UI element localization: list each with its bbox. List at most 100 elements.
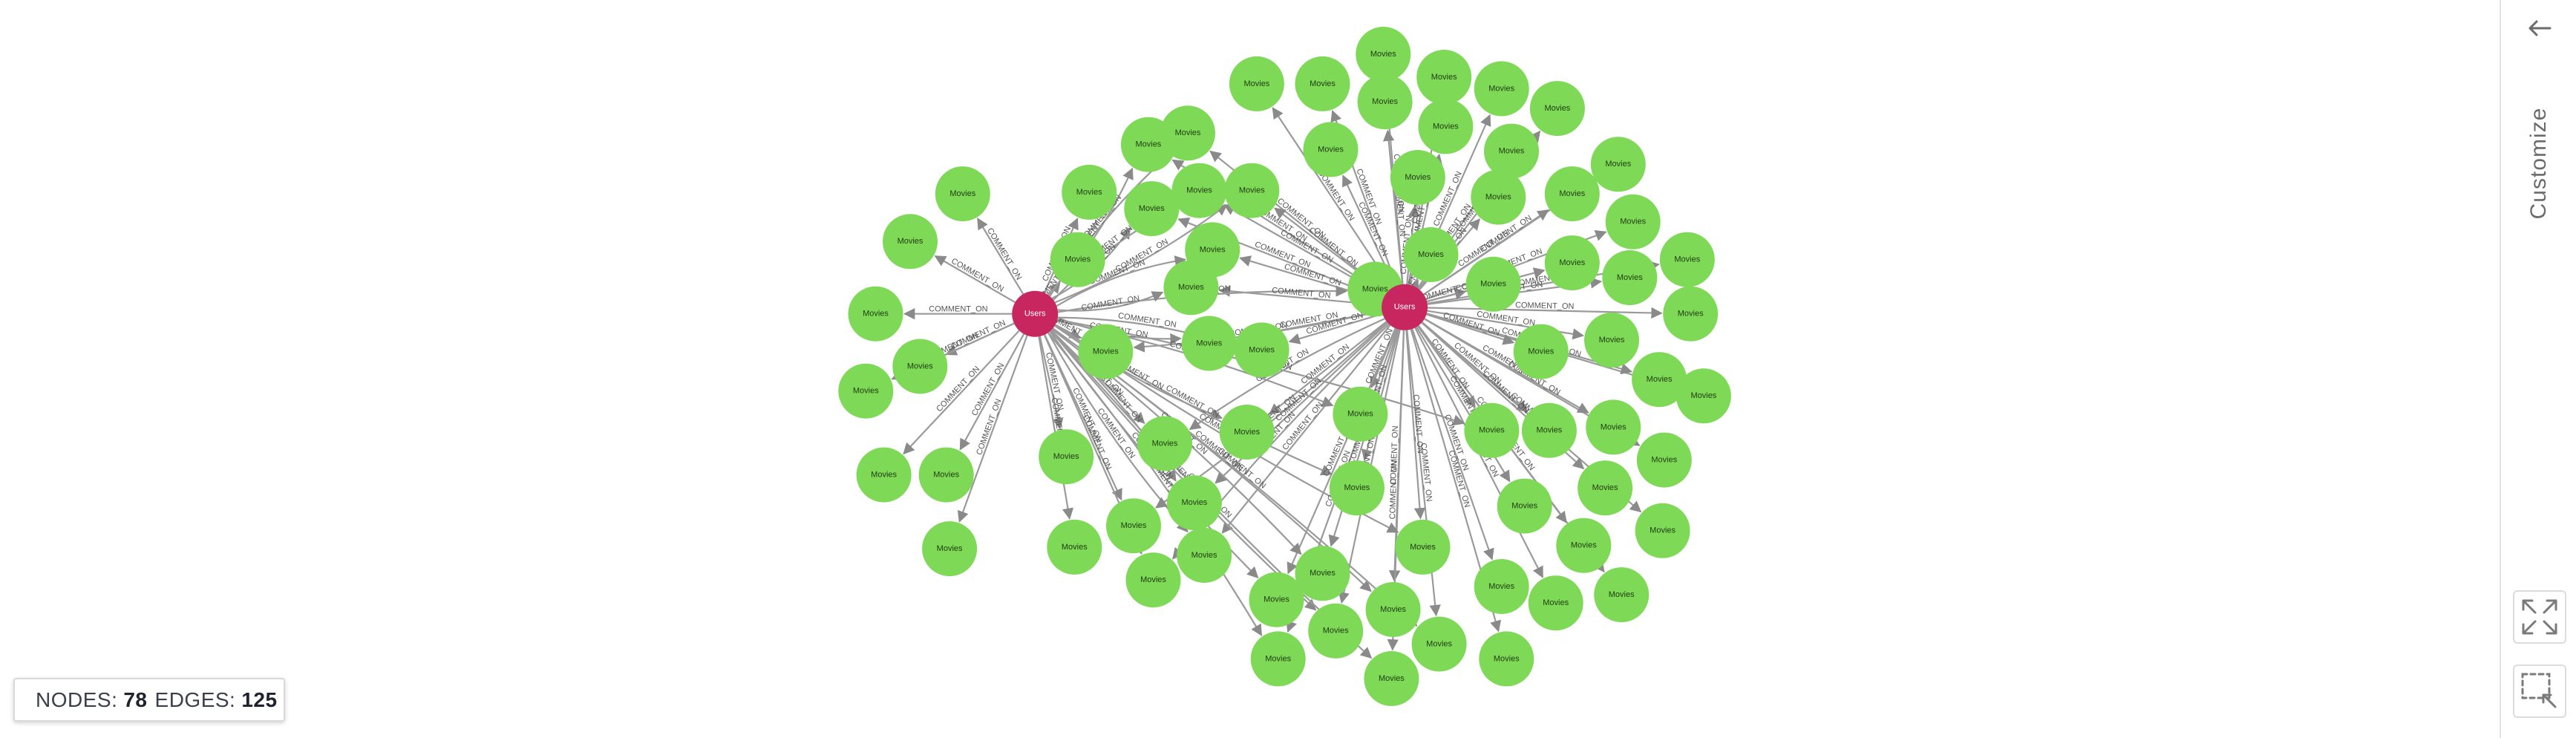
movie-node-27[interactable]: Movies (1659, 232, 1715, 287)
user-node-2-circle[interactable] (1382, 284, 1428, 330)
movie-node-18-circle[interactable] (1295, 56, 1350, 111)
movie-node-17[interactable]: Movies (1229, 56, 1284, 111)
movie-node-45-circle[interactable] (1544, 235, 1600, 291)
movie-node-52-circle[interactable] (1403, 227, 1459, 282)
edge-55[interactable] (1288, 313, 1383, 344)
movie-node-43-circle[interactable] (1513, 324, 1569, 379)
movie-node-44-circle[interactable] (1602, 250, 1658, 305)
movie-node-59[interactable]: Movies (1333, 386, 1388, 442)
arrow-left-icon[interactable] (2525, 13, 2554, 43)
movie-node-34-circle[interactable] (1556, 517, 1612, 573)
movie-node-46[interactable]: Movies (1465, 256, 1521, 312)
movie-node-66-circle[interactable] (1364, 651, 1419, 706)
edge-8[interactable] (957, 335, 1028, 523)
customize-tab[interactable]: Customize (2526, 107, 2551, 220)
movie-node-30[interactable]: Movies (1632, 352, 1687, 408)
edge-60[interactable] (1361, 329, 1400, 461)
area-select-button[interactable] (2513, 664, 2566, 718)
movie-node-67-circle[interactable] (1411, 616, 1467, 672)
movie-node-51-circle[interactable] (1303, 122, 1359, 177)
movie-node-8-circle[interactable] (922, 521, 978, 577)
movie-node-11[interactable]: Movies (1039, 429, 1094, 485)
movie-node-31-circle[interactable] (1636, 432, 1692, 488)
movie-node-56-circle[interactable] (1219, 405, 1275, 460)
edge-48[interactable] (1423, 209, 1549, 295)
movie-node-6[interactable]: Movies (856, 447, 912, 503)
movie-node-62[interactable]: Movies (1249, 572, 1304, 627)
movie-node-49[interactable]: Movies (1484, 123, 1539, 179)
movie-node-26-circle[interactable] (1605, 194, 1661, 249)
movie-node-35-circle[interactable] (1578, 460, 1633, 516)
movie-node-13[interactable]: Movies (1106, 498, 1161, 554)
movie-node-22-circle[interactable] (1418, 99, 1474, 154)
movie-node-31[interactable]: Movies (1636, 432, 1692, 488)
movie-node-57-circle[interactable] (1166, 475, 1222, 531)
movie-node-28[interactable]: Movies (1663, 286, 1719, 342)
movie-node-37[interactable]: Movies (1479, 631, 1534, 687)
graph-svg[interactable]: COMMENT_ONCOMMENT_ONCOMMENT_ONCOMMENT_ON… (0, 0, 2500, 738)
movie-node-41[interactable]: Movies (1586, 399, 1641, 455)
movie-node-34[interactable]: Movies (1556, 517, 1612, 573)
edge-87[interactable] (1047, 332, 1263, 636)
edge-43[interactable] (1426, 313, 1515, 345)
movie-node-63[interactable]: Movies (1250, 631, 1306, 687)
movie-node-8[interactable]: Movies (922, 521, 978, 577)
movie-node-3[interactable]: Movies (848, 286, 903, 342)
movie-node-67[interactable]: Movies (1411, 616, 1467, 672)
movie-node-71[interactable]: Movies (1160, 105, 1215, 161)
movie-node-28-circle[interactable] (1663, 286, 1719, 342)
movie-node-50-circle[interactable] (1390, 150, 1445, 205)
movie-node-64[interactable]: Movies (1308, 603, 1364, 659)
movie-node-74[interactable]: Movies (1224, 163, 1280, 218)
movie-node-45[interactable]: Movies (1544, 235, 1600, 291)
movie-node-43[interactable]: Movies (1513, 324, 1569, 379)
edge-99[interactable] (1056, 255, 1187, 307)
movie-node-20[interactable]: Movies (1357, 74, 1413, 130)
movie-node-32-circle[interactable] (1635, 503, 1690, 558)
user-node-2[interactable]: Users (1382, 284, 1428, 330)
movie-node-47[interactable]: Movies (1471, 169, 1526, 225)
movie-node-16-circle[interactable] (1137, 416, 1192, 471)
movie-node-23-circle[interactable] (1474, 61, 1529, 117)
movie-node-38[interactable]: Movies (1474, 559, 1529, 614)
movie-node-29[interactable]: Movies (1676, 368, 1731, 424)
movie-node-55-circle[interactable] (1234, 322, 1289, 378)
movie-node-38-circle[interactable] (1474, 559, 1529, 614)
movie-node-59-circle[interactable] (1333, 386, 1388, 442)
edge-42[interactable] (1427, 310, 1584, 340)
edge-56[interactable] (1268, 321, 1387, 415)
edge-28[interactable] (1428, 307, 1663, 319)
edge-98[interactable] (1054, 204, 1228, 304)
movie-node-69[interactable]: Movies (1464, 402, 1520, 458)
movie-node-73-circle[interactable] (1171, 163, 1227, 218)
edge-6[interactable] (903, 330, 1020, 455)
movie-node-19-circle[interactable] (1356, 27, 1411, 82)
movie-node-23[interactable]: Movies (1474, 61, 1529, 117)
movie-node-15-circle[interactable] (1078, 324, 1134, 379)
edge-20[interactable] (1382, 129, 1404, 285)
edge-58[interactable] (1221, 324, 1391, 534)
movie-node-5-circle[interactable] (838, 363, 894, 419)
movie-node-33[interactable]: Movies (1594, 567, 1650, 623)
edge-12[interactable] (1038, 336, 1074, 520)
movie-node-69-circle[interactable] (1464, 402, 1520, 458)
user-node-1-circle[interactable] (1012, 290, 1059, 337)
movie-node-64-circle[interactable] (1308, 603, 1364, 659)
movie-node-68-circle[interactable] (1395, 519, 1451, 575)
edge-7[interactable] (959, 333, 1025, 451)
movie-node-30-circle[interactable] (1632, 352, 1687, 408)
movie-node-51[interactable]: Movies (1303, 122, 1359, 177)
movie-node-18[interactable]: Movies (1295, 56, 1350, 111)
movie-node-21-circle[interactable] (1416, 50, 1472, 105)
movie-node-4-circle[interactable] (892, 339, 948, 394)
movie-node-52[interactable]: Movies (1403, 227, 1459, 282)
fit-to-screen-button[interactable] (2513, 590, 2566, 644)
movie-node-12[interactable]: Movies (1047, 519, 1102, 575)
movie-node-20-circle[interactable] (1357, 74, 1413, 130)
movie-node-44[interactable]: Movies (1602, 250, 1658, 305)
movie-node-5[interactable]: Movies (838, 363, 894, 419)
movie-node-40[interactable]: Movies (1521, 402, 1577, 458)
edge-68[interactable] (1405, 330, 1426, 520)
edge-1[interactable] (977, 218, 1024, 295)
